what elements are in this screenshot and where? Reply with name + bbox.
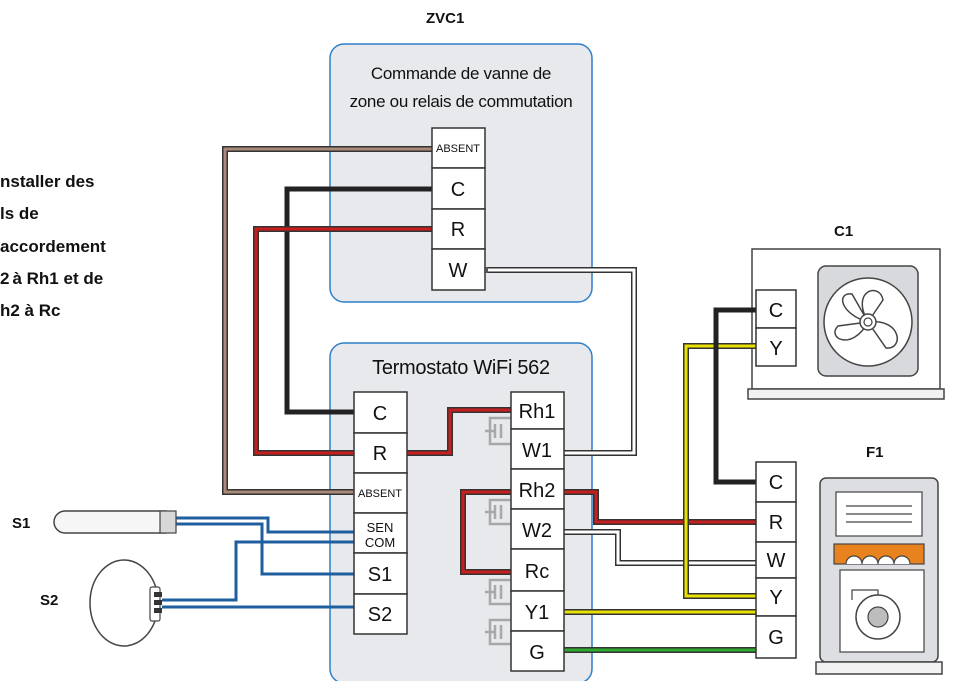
s2-label: S2: [40, 592, 58, 609]
zvc1-terminal-w: W: [449, 260, 468, 282]
thermostat-terminal-absent: ABSENT: [358, 488, 402, 500]
s1-probe: [53, 510, 177, 534]
thermostat-terminal-y1: Y1: [525, 602, 549, 624]
jumper-symbols: [485, 416, 511, 646]
yellow-wire-c1-f1: [683, 343, 756, 599]
thermostat-terminal-rh1: Rh1: [519, 401, 556, 423]
zvc1-terminal-absent: ABSENT: [436, 143, 480, 155]
f1-terminal-c: C: [769, 472, 783, 494]
c1-label: C1: [834, 223, 853, 240]
thermostat-terminal-w1: W1: [522, 440, 552, 462]
s1-label: S1: [12, 515, 30, 532]
thermostat-terminal-sen: SEN: [367, 520, 394, 535]
zvc1-title-line1: Commande de vanne de: [371, 64, 551, 83]
c1-terminal-y: Y: [769, 338, 782, 360]
f1-label: F1: [866, 444, 884, 461]
thermostat-terminal-c: C: [373, 403, 387, 425]
thermostat-left-terminal-block: [353, 391, 408, 635]
furnace-icon: [833, 491, 925, 653]
thermostat-terminal-com: COM: [365, 535, 395, 550]
zvc1-label: ZVC1: [426, 10, 464, 27]
note-line-3: accordement: [0, 237, 106, 256]
black-wire-c1-f1: [713, 307, 756, 485]
thermostat-terminal-rh2: Rh2: [519, 480, 556, 502]
thermostat-terminal-s2: S2: [368, 604, 392, 626]
white-wire-w2-f1-w: [564, 529, 756, 566]
c1-terminal-c: C: [769, 300, 783, 322]
thermostat-right-terminal-block: [510, 391, 565, 672]
thermostat-title: Termostato WiFi 562: [372, 357, 550, 379]
thermostat-terminal-w2: W2: [522, 520, 552, 542]
note-line-2: ls de: [0, 204, 39, 223]
fan-icon: [823, 277, 913, 367]
f1-terminal-r: R: [769, 512, 783, 534]
black-wire-zvc1-c: [284, 186, 432, 415]
red-wire-rh2-f1-r: [564, 489, 756, 525]
f1-terminal-y: Y: [769, 587, 782, 609]
f1-furnace-unit: [815, 477, 943, 675]
f1-terminal-w: W: [767, 550, 786, 572]
thermostat-terminal-g: G: [529, 642, 545, 664]
c1-terminal-block: [755, 289, 797, 367]
thermostat-terminal-r: R: [373, 443, 387, 465]
f1-terminal-block: [755, 461, 797, 659]
thermostat-terminal-rc: Rc: [525, 561, 549, 583]
note-line-1: nstaller des: [0, 172, 95, 191]
zvc1-terminal-r: R: [451, 219, 465, 241]
note-line-5: h2 à Rc: [0, 301, 60, 320]
zvc1-title-line2: zone ou relais de commutation: [350, 92, 573, 111]
f1-terminal-g: G: [768, 627, 784, 649]
zvc1-terminal-c: C: [451, 179, 465, 201]
thermostat-terminal-s1: S1: [368, 564, 392, 586]
s2-dome-sensor: [89, 559, 162, 647]
sensor-wires: [162, 516, 354, 609]
